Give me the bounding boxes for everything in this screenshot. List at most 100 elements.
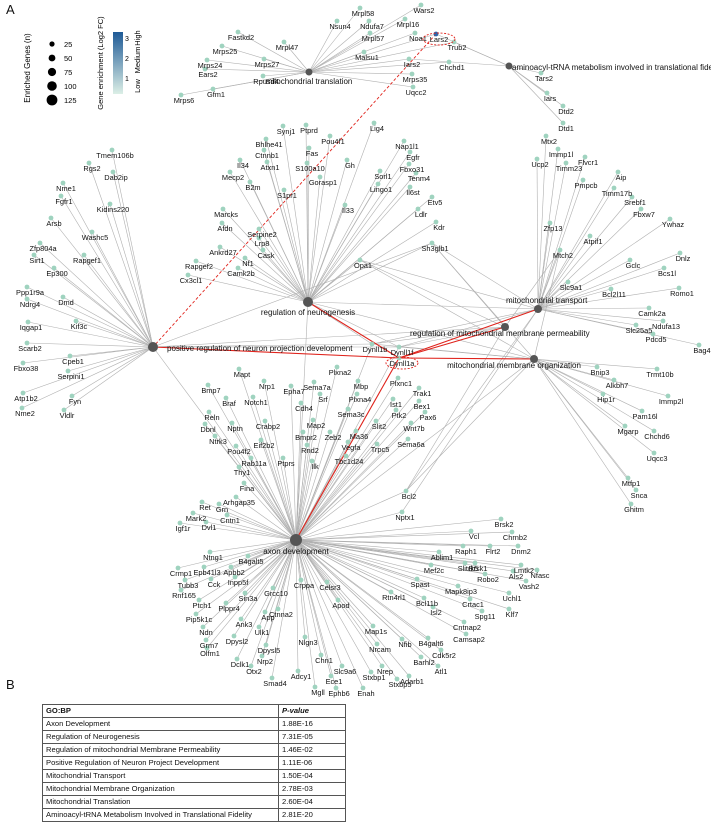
edge-axon [295,387,420,541]
gene-node-flrt2 [487,543,493,549]
gene-node-nlgn3 [302,634,308,640]
table-cell-term: Mitochondrial Translation [42,795,279,809]
edge-neuro [307,170,381,303]
gene-label-mark2: Mark2 [186,514,207,523]
edge-mt [308,20,338,73]
gene-node-lig4 [371,120,377,126]
edge-axon [260,439,297,541]
gene-label-klf7: Klf7 [506,610,519,619]
edge-neuro [307,242,433,303]
gene-label-grn: Grn [216,505,228,514]
gene-label-ulk1: Ulk1 [255,628,270,637]
edge-neuro [282,125,309,303]
edge-mtrans [537,308,637,326]
gene-label-mrps25: Mrps25 [213,47,238,56]
edge-axon [295,422,412,541]
edge-proj [60,195,154,348]
gene-node-trub2 [451,39,457,45]
gene-label-opa1: Opa1 [354,261,372,270]
hub-node-mtrans [534,305,542,313]
gene-label-mapk8ip3: Mapk8ip3 [445,587,477,596]
gene-node-mrps35 [409,71,415,77]
gene-node-vldlr [61,407,67,413]
gene-node-ndn [200,624,206,630]
edge-axon [295,539,378,645]
edge-axon [201,501,297,541]
gene-label-timm17b: Timm17b [602,189,633,198]
gene-label-dpysl5: Dpysl5 [258,646,281,655]
edge-neuro [262,249,309,303]
gene-node-fastkd2 [235,29,241,35]
gene-label-trak1: Trak1 [413,389,432,398]
edge-axon [295,377,399,541]
table-cell-term: Regulation of Neurogenesis [42,730,279,744]
edge-axon [295,539,519,547]
edge-axon [192,512,297,541]
gene-node-ece1 [328,673,334,679]
gene-node-slc25a5 [633,322,639,328]
edge-proj [91,231,154,348]
gene-label-fbxw7: Fbxw7 [633,210,655,219]
gene-node-chchd6 [651,428,657,434]
edge-neuro [221,222,309,303]
gene-node-ears2 [202,66,208,72]
gene-node-plppr4 [223,600,229,606]
gene-node-nme2 [19,405,25,411]
edge-neuro [307,259,361,303]
gene-node-ankrd27 [217,244,223,250]
gene-node-bcl11b [421,595,427,601]
edge-proj [62,296,154,348]
gene-node-celsr3 [324,579,330,585]
legend-color-level: High [133,30,142,45]
edge-neuro [307,183,379,303]
gene-label-fyn: Fyn [69,397,81,406]
gene-label-sin3a: Sin3a [239,594,259,603]
gene-node-nsun4 [334,18,340,24]
edge-morg [431,242,535,360]
gene-node-tmem106b [109,147,115,153]
gene-node-plxnc1 [395,375,401,381]
gene-node-dnm2 [515,543,521,549]
gene-node-fbxo38 [20,360,26,366]
legend-color-title: Gene enrichment (Log2 FC) [96,16,105,110]
gene-label-nfib: Nfib [398,640,411,649]
gene-node-dmd [60,294,66,300]
gene-label-cdk5r2: Cdk5r2 [432,651,456,660]
edge-proj [83,254,154,348]
highlight-edge-neuro [307,301,400,359]
gene-label-slc25a5: Slc25a5 [626,326,653,335]
gene-node-immp1l [555,146,561,152]
edge-mtrans [537,288,612,310]
edge-neuro [307,221,437,303]
edge-axon [295,400,420,541]
edge-neuro [195,260,309,303]
gene-node-gh [344,157,350,163]
gene-node-fina [241,480,247,486]
legend-color-bar [113,32,123,94]
gene-node-pam16l [639,408,645,414]
table-cell-term: Mitochondrial Membrane Organization [42,782,279,796]
gene-node-alkbh7 [611,377,617,383]
gene-node-ndufa13 [660,318,666,324]
gene-node-isl2 [430,604,436,610]
edge-neuro [187,274,309,303]
gene-node-ep300 [51,265,57,271]
hub-node-proj [148,342,158,352]
edge-axon [295,460,313,541]
edge-proj [88,162,154,348]
gene-label-srf: Srf [318,395,328,404]
highlight-ring-lars2 [422,32,456,46]
edge-proj [69,346,154,357]
edge-axon [295,411,426,541]
gene-node-atxn1 [264,159,270,165]
edge-axon [195,539,297,615]
gene-node-zfp13 [547,220,553,226]
gene-label-ndufa7: Ndufa7 [360,22,384,31]
gene-label-lrp8: Lrp8 [255,239,270,248]
legend-size-title: Enriched Genes (n) [23,33,32,103]
gene-node-dpysl2 [231,633,237,639]
edge-axon [235,496,297,541]
gene-label-flvcr1: Flvcr1 [578,158,598,167]
gene-label-nptn: Nptn [227,424,243,433]
